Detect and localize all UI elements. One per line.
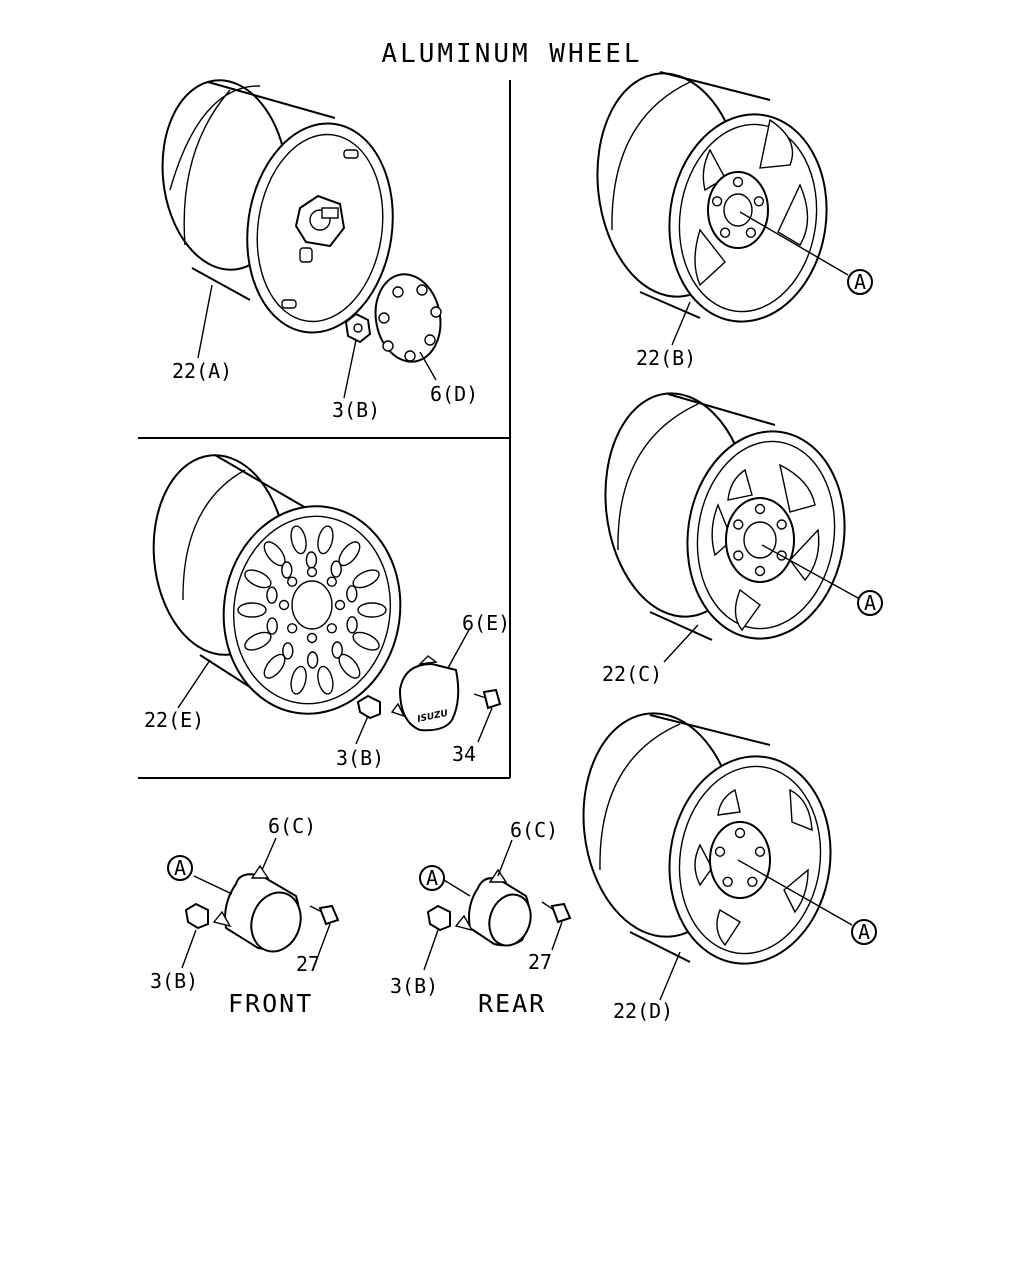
leader-lines-a [197, 284, 437, 399]
wheel-22e-spoke-windows [237, 525, 387, 695]
spoke-window [290, 665, 307, 695]
lug-nut-e [356, 694, 381, 720]
label-22d: 22(D) [613, 999, 673, 1023]
wheel-22e [152, 454, 402, 715]
label-27-rear: 27 [528, 950, 552, 974]
label-22a: 22(A) [172, 359, 232, 383]
spoke-window [346, 616, 358, 634]
lug-hole [753, 196, 765, 207]
label-ref-d: A [858, 920, 870, 944]
label-ref-rear: A [426, 866, 438, 890]
lug-hole [326, 623, 337, 634]
spoke-window [357, 602, 387, 618]
wheel-22c-lug-holes [733, 503, 787, 577]
spoke-window [266, 586, 278, 604]
wheel-22b-lug-holes [711, 176, 765, 238]
wheel-22d [582, 712, 832, 965]
caption-rear: REAR [478, 989, 546, 1018]
spoke-window [290, 525, 307, 555]
wheel-22c [604, 392, 846, 641]
lug-hole [278, 599, 290, 611]
label-3b-front: 3(B) [150, 969, 198, 993]
spoke-window [306, 651, 319, 669]
leader-lines-front [181, 837, 331, 969]
diagram-title: ALUMINUM WHEEL [381, 39, 642, 69]
leader-lines-e [177, 627, 493, 745]
reference-a-rear [419, 865, 445, 891]
spoke-window [352, 569, 380, 589]
lug-hole [334, 599, 346, 611]
spoke-window [317, 665, 334, 695]
lug-hole [734, 827, 746, 839]
lug-hole [306, 566, 318, 578]
spoke-window [330, 560, 342, 578]
lug-hole [714, 846, 726, 857]
reference-a-front [167, 855, 193, 881]
spoke-window [352, 631, 380, 651]
wheel-22d-lug-holes [714, 827, 766, 887]
reference-a-d [851, 919, 877, 945]
center-cap-6d [374, 273, 442, 363]
label-3b-rear: 3(B) [390, 974, 438, 998]
lug-hole [306, 632, 318, 644]
section-dividers [138, 80, 511, 779]
lug-hole [747, 876, 758, 887]
lug-hole [733, 519, 744, 530]
caption-front: FRONT [228, 989, 313, 1018]
lug-hole [745, 227, 757, 238]
wheel-22a [161, 79, 394, 334]
spoke-window [317, 525, 334, 555]
lug-hole [733, 550, 744, 561]
label-6c-front: 6(C) [268, 814, 316, 838]
lug-hole [732, 176, 744, 188]
leader-lines-rear [423, 839, 563, 971]
leader-lines-c [663, 544, 859, 663]
label-ref-c: A [864, 591, 876, 615]
front-cap-assembly [184, 864, 340, 953]
rear-cap-assembly [426, 868, 572, 947]
lug-hole [754, 846, 766, 857]
label-3b-e: 3(B) [336, 746, 384, 770]
lug-hole [287, 576, 298, 587]
spoke-window [331, 641, 343, 659]
label-6e: 6(E) [462, 611, 510, 635]
lug-hole [287, 623, 298, 634]
wheel-22b [596, 71, 828, 323]
label-22b: 22(B) [636, 346, 696, 370]
label-22e: 22(E) [144, 708, 204, 732]
label-6c-rear: 6(C) [510, 818, 558, 842]
lug-hole [754, 565, 766, 577]
label-ref-b: A [854, 270, 866, 294]
spoke-window [305, 551, 318, 569]
lug-nut-a [344, 312, 372, 344]
lug-hole [711, 196, 723, 207]
reference-a-c [857, 590, 883, 616]
lug-hole [722, 876, 733, 887]
spoke-window [244, 631, 272, 651]
center-cap-6e: ISUZU [390, 655, 460, 732]
label-ref-front: A [174, 856, 186, 880]
lug-hole [719, 227, 731, 238]
label-6d: 6(D) [430, 382, 478, 406]
label-34: 34 [452, 742, 476, 766]
spoke-window [266, 617, 278, 635]
leader-lines-d [659, 859, 853, 1001]
lug-hole [326, 576, 337, 587]
label-27-front: 27 [296, 952, 320, 976]
spoke-window [281, 561, 293, 579]
reference-a-b [847, 269, 873, 295]
label-22c: 22(C) [602, 662, 662, 686]
wheel-22e-lug-holes [278, 566, 346, 644]
spoke-window [346, 585, 358, 603]
lug-hole [754, 503, 766, 515]
screw-34 [473, 688, 502, 710]
spoke-window [244, 569, 272, 589]
label-3b-a: 3(B) [332, 398, 380, 422]
spoke-window [237, 602, 267, 618]
spoke-window [282, 642, 294, 660]
leader-lines-b [671, 211, 849, 346]
lug-hole [776, 519, 787, 530]
